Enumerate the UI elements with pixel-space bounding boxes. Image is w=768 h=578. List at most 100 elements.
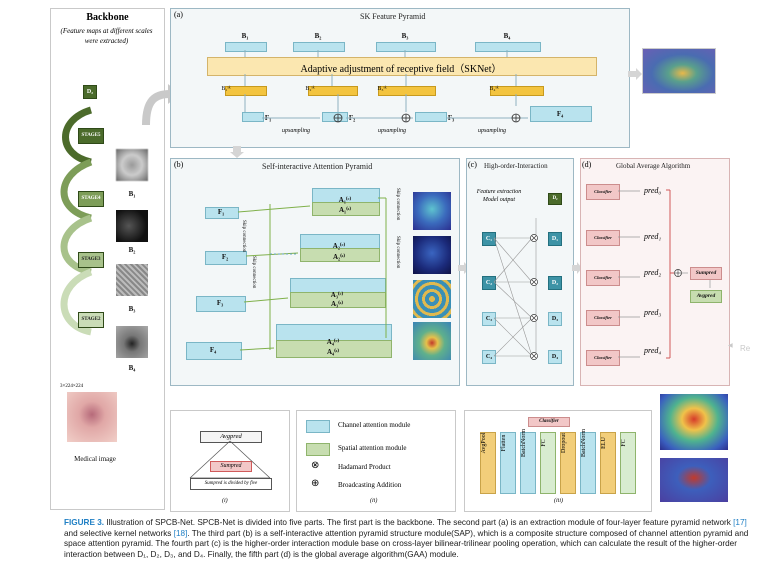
a-sk-b4-label: B₄ˢᵏ [489,86,499,92]
panel-a-tag: (a) [174,10,183,19]
legend-ii-tag: (ii) [370,498,378,504]
d2-box: D₂ [548,276,562,290]
panel-d-title: Global Average Algorithm [616,162,691,170]
figure-caption: FIGURE 3. Illustration of SPCB-Net. SPCB… [64,518,754,560]
layer-fc-1: FC [540,432,556,494]
b4-feature-map [116,326,148,358]
b-f2-box [205,251,247,265]
b-heatmap-2 [413,236,451,274]
a1c-label: A₁⁽ᶜ⁾ [338,196,352,204]
b-f2-label: F₂ [221,253,229,261]
sknet-label: Adaptive adjustment of receptive field（S… [300,64,502,75]
a-f1-box [242,112,264,122]
d3-box: D₃ [548,312,562,326]
c-d2-top: D₂ [548,193,562,205]
caption-ref-2[interactable]: [18] [173,528,188,538]
a-f4-box [530,106,592,122]
b-f4-box [186,342,242,360]
a3s-label: A₃⁽ˢ⁾ [330,300,344,308]
a-input-b1 [225,42,267,52]
panel-b-tag: (b) [174,160,184,169]
upsampling-3: upsampling [478,128,507,134]
a-f2-box [322,112,348,122]
legend-spatial-swatch [306,443,330,456]
legend-i-lines [189,440,271,479]
pred-4: pred₄ [644,346,662,355]
legend-i-sumpred: Sumpred [210,461,252,472]
b-heatmap-1 [413,192,451,230]
panel-a [170,8,630,148]
panel-c-title: High-order-Interaction [484,162,548,170]
classifier-4: Classifier [586,350,620,366]
layer-fc-2: FC [620,432,636,494]
a-sk-b3 [378,86,436,96]
legend-iii-tag: (iii) [554,498,563,504]
avgpred-box: Avgpred [690,290,722,303]
a-f3-box [415,112,447,122]
a4c-label: A₄⁽ᶜ⁾ [326,338,340,346]
legend-channel-label: Channel attention module [338,421,411,429]
sknet-box [207,57,597,76]
skip-connection-left: Skip connection [241,220,246,253]
classifier-0: Classifier [586,184,620,200]
stage4: STAGE4 [78,191,104,207]
b3-feature-map [116,264,148,296]
layer-batchnorm-2: BatchNorm [580,429,596,494]
backbone-title: Backbone [86,12,129,23]
panel-c-tag: (c) [468,160,477,169]
classifier-3: Classifier [586,310,620,326]
pred-0: pred₀ [644,186,662,195]
a4s-box [276,340,392,358]
b-f3-box [196,296,246,312]
backbone-curves [60,106,93,336]
panel-b-connections [237,197,387,351]
panel-b-title: Self-interactive Attention Pyramid [262,162,373,171]
upsampling-2: upsampling [378,128,407,134]
legend-hadamard-label: Hadamard Product [338,463,391,471]
final-heatmap-1 [660,394,728,450]
panel-c-connections [493,218,538,360]
c3-box: C₃ [482,312,496,326]
layer-fc-1-label: FC [541,439,547,447]
layer-avgpool-label: AvgPool [481,432,487,454]
b1-label: B₁ [128,190,136,198]
backbone-subtitle: (Feature maps at different scales were e… [60,27,153,45]
layer-elu-label: ELU [601,437,607,449]
a-input-b3 [376,42,436,52]
d1-box: D₁ [548,232,562,246]
a2c-label: A₂⁽ᶜ⁾ [332,242,346,250]
panel-a-heatmap [642,48,716,94]
legend-broadcast-label: Broadcasting Addition [338,481,402,489]
legend-i-avgpred: Avgpred [200,431,262,443]
layer-flatten-label: Flatten [501,434,507,452]
pred-3: pred₃ [644,308,662,317]
d4-box: D₄ [548,350,562,364]
final-heatmap-2 [660,458,728,502]
a-sk-b2-label: B₂ˢᵏ [305,86,315,92]
layer-fc-2-label: FC [621,439,627,447]
side-text: Re [740,344,751,353]
b2-feature-map [116,210,148,242]
medical-image-caption: Medical image [74,455,116,463]
a1s-box [312,202,380,216]
c1-box: C₁ [482,232,496,246]
classifier-detail-title: Classifier [528,417,570,427]
stage3: STAGE3 [78,252,104,268]
b-heatmap-3 [413,280,451,318]
layer-dropout: Dropout [560,432,576,494]
a3c-label: A₃⁽ᶜ⁾ [330,291,344,299]
a2s-label: A₂⁽ˢ⁾ [332,253,346,261]
a-input-b2-label: B₂ [314,32,322,40]
legend-i-note: Sumpred is divided by five [190,478,272,490]
feature-extraction-label: Feature extraction Model output [476,189,522,203]
b-f3-label: F₃ [216,299,224,307]
b-f1-label: F₁ [217,208,225,216]
a-to-b-arrow [230,146,244,158]
b-heatmap-4 [413,322,451,360]
classifier-1: Classifier [586,230,620,246]
a-sk-b2 [308,86,358,96]
sumpred-box: Sumpred [690,267,722,280]
caption-ref-1[interactable]: [17] [733,518,747,527]
layer-batchnorm-1-label: BatchNorm [521,429,527,457]
legend-channel-swatch [306,420,330,433]
